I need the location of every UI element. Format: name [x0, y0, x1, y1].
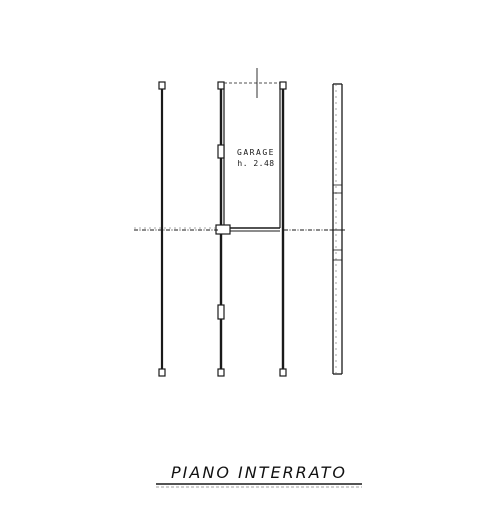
wall-left — [158, 81, 166, 377]
plan-title: PIANO INTERRATO — [171, 463, 347, 482]
wall-garage-right — [279, 81, 287, 377]
plan-title-underline — [156, 483, 362, 488]
wall-garage-bottom — [215, 224, 280, 235]
garage-door-opening — [224, 68, 280, 98]
wall-right-section — [330, 83, 345, 375]
room-height-label: h. 2.48 — [237, 159, 274, 168]
section-cut-line — [134, 227, 332, 231]
room-name-label: GARAGE — [237, 148, 275, 157]
